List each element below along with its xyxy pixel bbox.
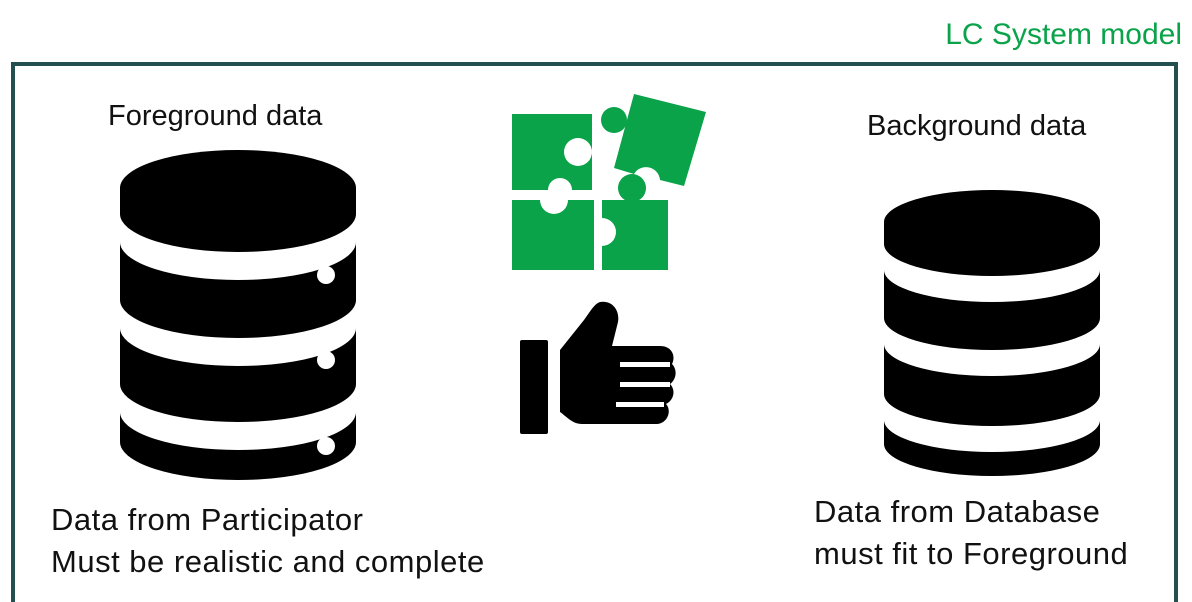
model-frame [11, 62, 1178, 602]
background-caption: Data from Database must fit to Foregroun… [814, 491, 1128, 575]
foreground-caption: Data from Participator Must be realistic… [51, 499, 485, 583]
model-title: LC System model [945, 18, 1182, 51]
background-label: Background data [867, 110, 1087, 142]
foreground-caption-line: Must be realistic and complete [51, 544, 485, 579]
puzzle-icon [512, 94, 706, 270]
background-caption-line: must fit to Foreground [814, 536, 1129, 571]
foreground-caption-line: Data from Participator [51, 502, 364, 537]
background-caption-line: Data from Database [814, 494, 1101, 529]
foreground-label: Foreground data [108, 100, 323, 132]
background-database-icon [884, 190, 1100, 476]
foreground-database-icon [120, 150, 356, 480]
thumbs-up-icon [520, 301, 676, 434]
